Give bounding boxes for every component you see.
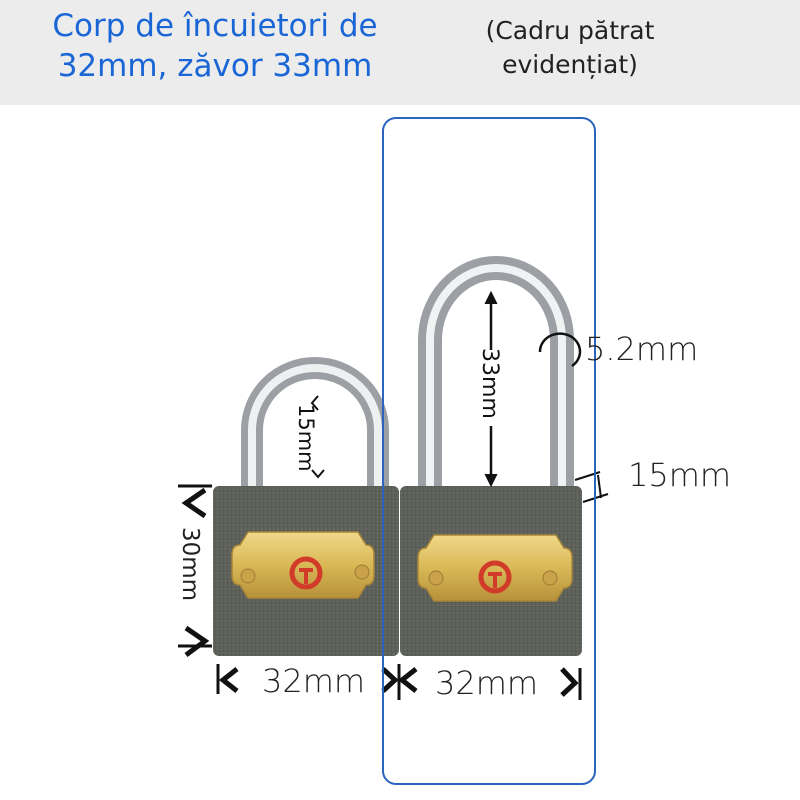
body-height-label: 30mm bbox=[177, 527, 203, 602]
left-width-label: 32mm bbox=[262, 662, 366, 700]
left-lock-body bbox=[213, 486, 399, 656]
short-shackle-clearance-label: 15mm bbox=[294, 404, 318, 472]
long-shackle-clearance-label: 33mm bbox=[477, 348, 502, 419]
long-shackle bbox=[418, 256, 574, 488]
body-thickness-label: 15mm bbox=[628, 456, 732, 494]
right-lock-body bbox=[400, 486, 582, 656]
header-band: Corp de încuietori de 32mm, zăvor 33mm (… bbox=[0, 0, 800, 105]
right-width-label: 32mm bbox=[435, 664, 539, 702]
highlight-note: (Cadru pătrat evidențiat) bbox=[485, 16, 655, 79]
highlight-frame bbox=[382, 117, 596, 785]
dimension-markers bbox=[178, 290, 609, 700]
shackle-diameter-label: 5.2mm bbox=[585, 330, 699, 368]
short-shackle bbox=[241, 357, 389, 488]
product-title: Corp de încuietori de 32mm, zăvor 33mm bbox=[52, 8, 378, 84]
